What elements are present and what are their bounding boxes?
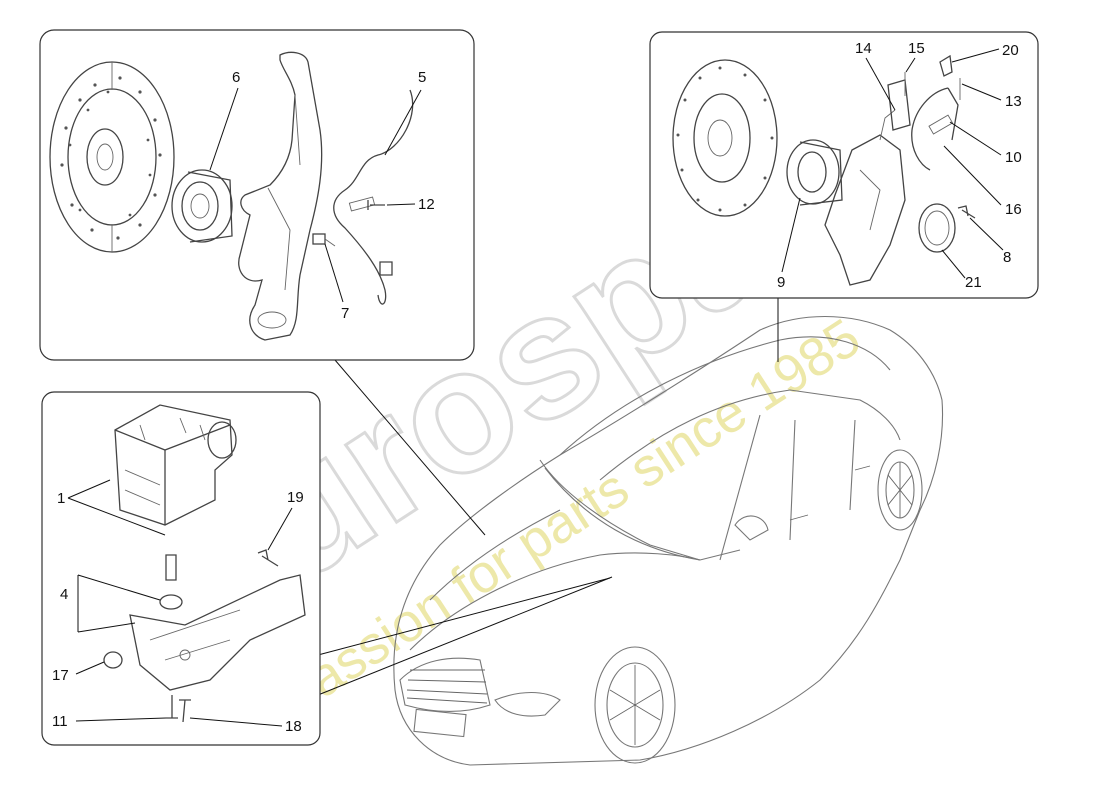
abs-bolt-11 [166,695,178,719]
abs-rubber-mount [159,594,183,610]
rear-tone-ring [918,203,956,253]
rear-bolt-8 [957,205,976,219]
callout-7: 7 [341,305,349,322]
callout-13: 13 [1005,93,1022,110]
callout-10: 10 [1005,149,1022,166]
front-bolt-7 [312,233,336,247]
abs-bolt-19 [257,549,279,567]
callout-12: 12 [418,196,435,213]
front-bolt-12 [367,200,385,210]
callout-9: 9 [777,274,785,291]
abs-modulator [114,404,237,526]
abs-stud [165,554,177,581]
front-brake-disc [49,61,175,253]
callout-1: 1 [57,490,65,507]
callout-17: 17 [52,667,69,684]
rear-wheel-speed-sensor [887,79,959,171]
callout-6: 6 [232,69,240,86]
front-wheel-speed-sensor [333,89,414,305]
callout-21: 21 [965,274,982,291]
callout-14: 14 [855,40,872,57]
callout-19: 19 [287,489,304,506]
callout-4: 4 [60,586,68,603]
car-illustration [393,315,944,766]
callout-15: 15 [908,40,925,57]
rear-hub-bearing [786,139,843,206]
abs-bolt-18 [179,699,191,723]
callout-8: 8 [1003,249,1011,266]
callout-20: 20 [1002,42,1019,59]
rear-brake-disc [672,59,778,217]
rear-hub-panel: 14 15 20 13 10 16 8 21 9 [649,31,1039,299]
front-hub-panel: 6 5 12 7 [39,29,475,361]
abs-bracket [129,574,306,691]
abs-nut-17 [103,651,123,669]
callout-5: 5 [418,69,426,86]
front-hub-bearing [171,169,233,243]
front-steering-knuckle [238,51,323,341]
callout-18: 18 [285,718,302,735]
callout-16: 16 [1005,201,1022,218]
callout-11: 11 [52,713,68,730]
rear-bracket-20 [939,54,953,77]
panel-leaders [317,298,779,696]
abs-unit-panel: 1 19 4 17 11 18 [41,391,321,746]
